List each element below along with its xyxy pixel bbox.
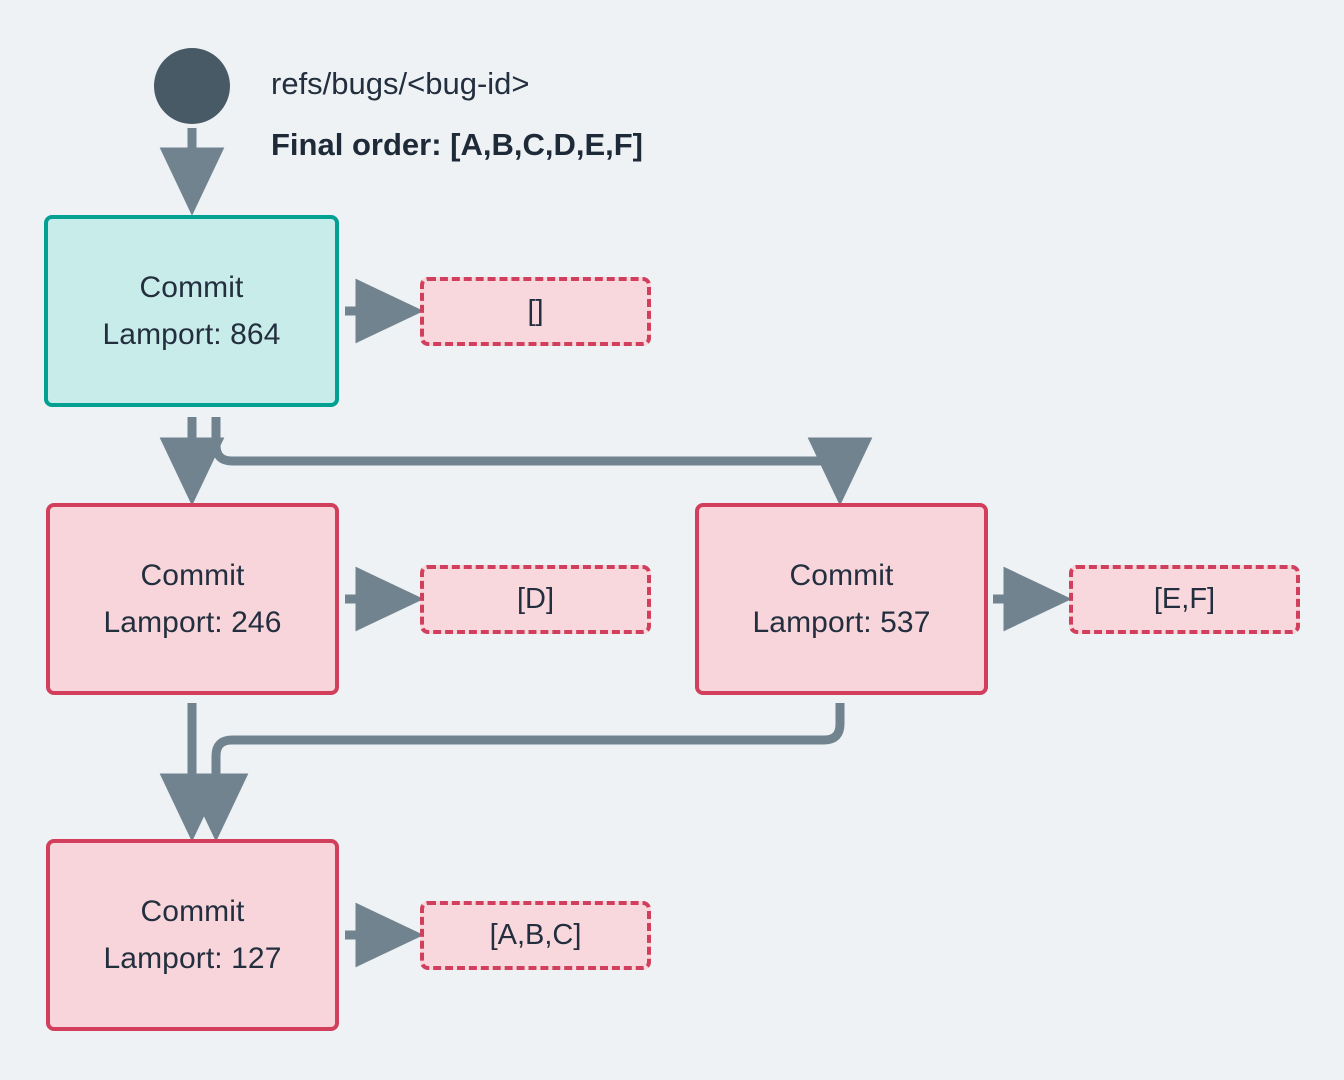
start-dot[interactable] [154,48,230,124]
node-commit-246[interactable]: Commit Lamport: 246 [46,503,339,695]
node-commit-864[interactable]: Commit Lamport: 864 [44,215,339,407]
note-text: [E,F] [1153,583,1216,615]
note-text: [] [527,295,544,327]
node-title: Commit [140,558,245,592]
note-text: [D] [516,583,555,615]
node-lamport: Lamport: 246 [103,606,282,639]
node-commit-127[interactable]: Commit Lamport: 127 [46,839,339,1031]
note-commit-127[interactable]: [A,B,C] [420,901,651,970]
node-lamport: Lamport: 864 [102,318,281,351]
final-order-label: Final order: [A,B,C,D,E,F] [271,127,643,162]
edge-commit864-to-commit537 [211,417,873,506]
edge-commit537-to-commit127 [183,703,845,842]
node-lamport: Lamport: 537 [752,606,931,639]
note-commit-246[interactable]: [D] [420,565,651,634]
note-commit-864[interactable]: [] [420,277,651,346]
note-text: [A,B,C] [489,919,582,951]
node-title: Commit [789,558,894,592]
node-title: Commit [139,270,244,304]
node-commit-537[interactable]: Commit Lamport: 537 [695,503,988,695]
node-title: Commit [140,894,245,928]
ref-label: refs/bugs/<bug-id> [271,66,530,101]
node-lamport: Lamport: 127 [103,942,282,975]
note-commit-537[interactable]: [E,F] [1069,565,1300,634]
